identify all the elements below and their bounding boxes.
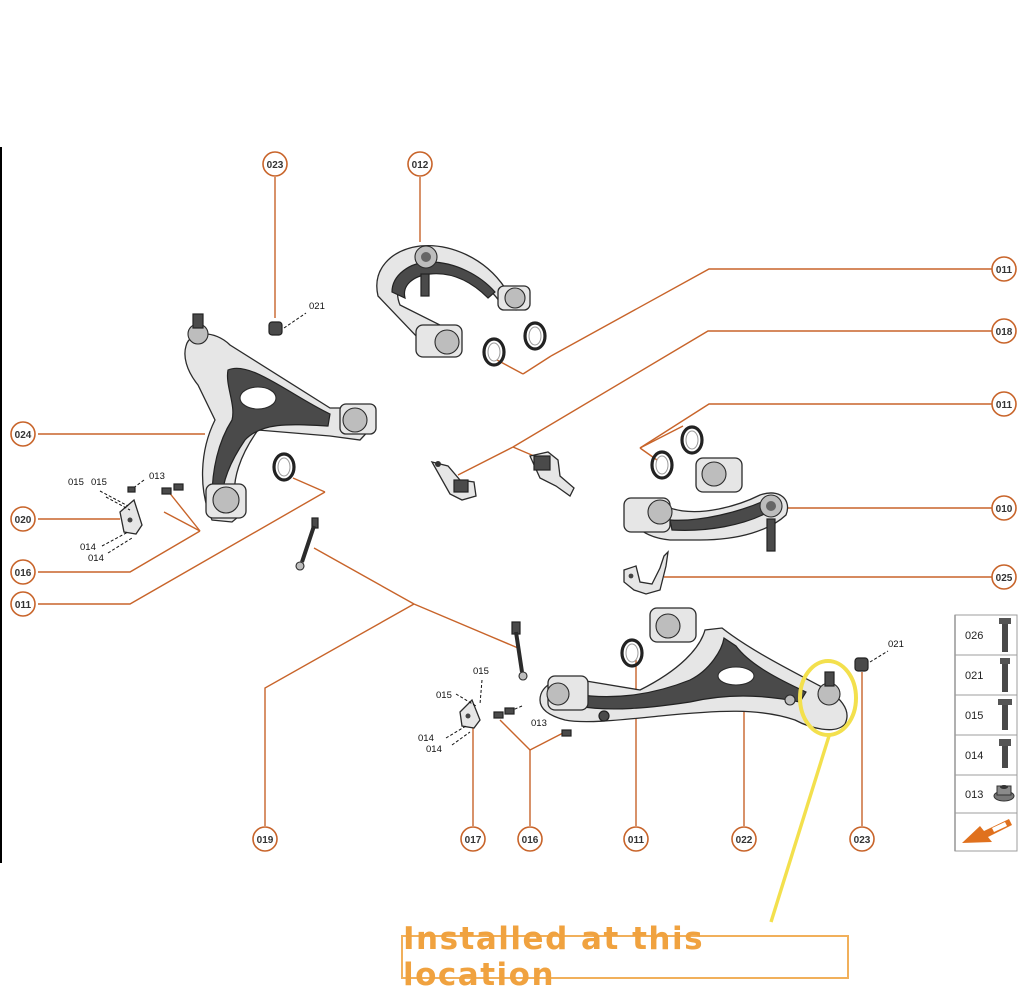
label-014-c: 014	[418, 733, 434, 744]
svg-text:024: 024	[15, 430, 32, 441]
legend-code-015: 015	[965, 710, 983, 722]
highlight-marker	[769, 659, 858, 923]
svg-text:011: 011	[996, 265, 1013, 276]
label-021-top: 021	[309, 301, 325, 312]
svg-text:011: 011	[15, 600, 32, 611]
legend-code-021: 021	[965, 670, 983, 682]
upper-control-arm-010	[623, 457, 789, 552]
svg-text:016: 016	[15, 568, 32, 579]
callout-017: 017	[460, 826, 486, 852]
label-015-c: 015	[473, 666, 489, 677]
long-flange-bolt-icon	[999, 618, 1011, 652]
svg-text:023: 023	[267, 160, 284, 171]
svg-text:010: 010	[996, 504, 1013, 515]
nut-023-top	[268, 312, 307, 336]
callout-023-bottom: 023	[849, 826, 875, 852]
height-sensor-018	[430, 451, 575, 501]
svg-text:011: 011	[628, 835, 645, 846]
label-014-d: 014	[426, 744, 442, 755]
svg-text:017: 017	[465, 835, 482, 846]
legend-code-026: 026	[965, 630, 983, 642]
callout-011-right-2: 011	[991, 391, 1017, 417]
callout-011-left: 011	[10, 591, 36, 617]
small-part-labels: 021 013 015 015 014 014 015 015 013 014 …	[68, 301, 904, 755]
svg-text:020: 020	[15, 515, 32, 526]
legend-code-014: 014	[965, 750, 983, 762]
callout-025: 025	[991, 564, 1017, 590]
svg-text:023: 023	[854, 835, 871, 846]
label-013-bottom: 013	[531, 718, 547, 729]
bracket-025	[623, 550, 669, 595]
svg-text:016: 016	[522, 835, 539, 846]
label-015-b: 015	[91, 477, 107, 488]
orientation-arrow-icon	[962, 819, 1012, 843]
callout-010: 010	[991, 495, 1017, 521]
link-rod-019-left	[295, 517, 319, 571]
callout-011-bottom: 011	[623, 826, 649, 852]
flange-nut-icon	[993, 785, 1015, 802]
page-edge-line	[0, 147, 2, 863]
callout-016-left: 016	[10, 559, 36, 585]
label-021-bottom: 021	[888, 639, 904, 650]
o-rings-011-upper	[482, 321, 547, 367]
label-015-a: 015	[68, 477, 84, 488]
callout-018: 018	[991, 318, 1017, 344]
bracket-017	[445, 679, 572, 746]
o-rings-011-right	[650, 425, 704, 480]
long-bolt-icon	[1000, 658, 1010, 692]
callout-024: 024	[10, 421, 36, 447]
legend-code-013: 013	[965, 789, 983, 801]
o-ring-011-bottom	[620, 638, 644, 668]
fastener-legend: 026 021 015 014 013	[954, 614, 1018, 852]
bracket-020	[99, 479, 184, 554]
svg-text:018: 018	[996, 327, 1013, 338]
short-bolt-icon	[999, 739, 1011, 768]
callout-020: 020	[10, 506, 36, 532]
callout-011-right-1: 011	[991, 256, 1017, 282]
label-014-b: 014	[88, 553, 104, 564]
link-rod-019-bottom	[511, 621, 528, 681]
callout-022: 022	[731, 826, 757, 852]
svg-text:025: 025	[996, 573, 1013, 584]
svg-text:012: 012	[412, 160, 429, 171]
callout-019: 019	[252, 826, 278, 852]
callout-012: 012	[407, 151, 433, 177]
lower-control-arm-024	[184, 313, 377, 523]
leader-lines	[38, 177, 992, 826]
label-013-top: 013	[149, 471, 165, 482]
callout-016-bottom: 016	[517, 826, 543, 852]
nut-023-bottom	[854, 650, 889, 672]
upper-control-arm-012	[376, 244, 531, 358]
svg-text:022: 022	[736, 835, 753, 846]
flange-bolt-icon	[998, 699, 1012, 730]
svg-text:011: 011	[996, 400, 1013, 411]
label-014-a: 014	[80, 542, 96, 553]
callout-023-top: 023	[262, 151, 288, 177]
install-location-note: Installed at this location	[401, 921, 849, 993]
o-ring-011-left	[272, 452, 296, 482]
label-015-d: 015	[436, 690, 452, 701]
lower-control-arm-022	[539, 607, 848, 731]
svg-text:019: 019	[257, 835, 274, 846]
